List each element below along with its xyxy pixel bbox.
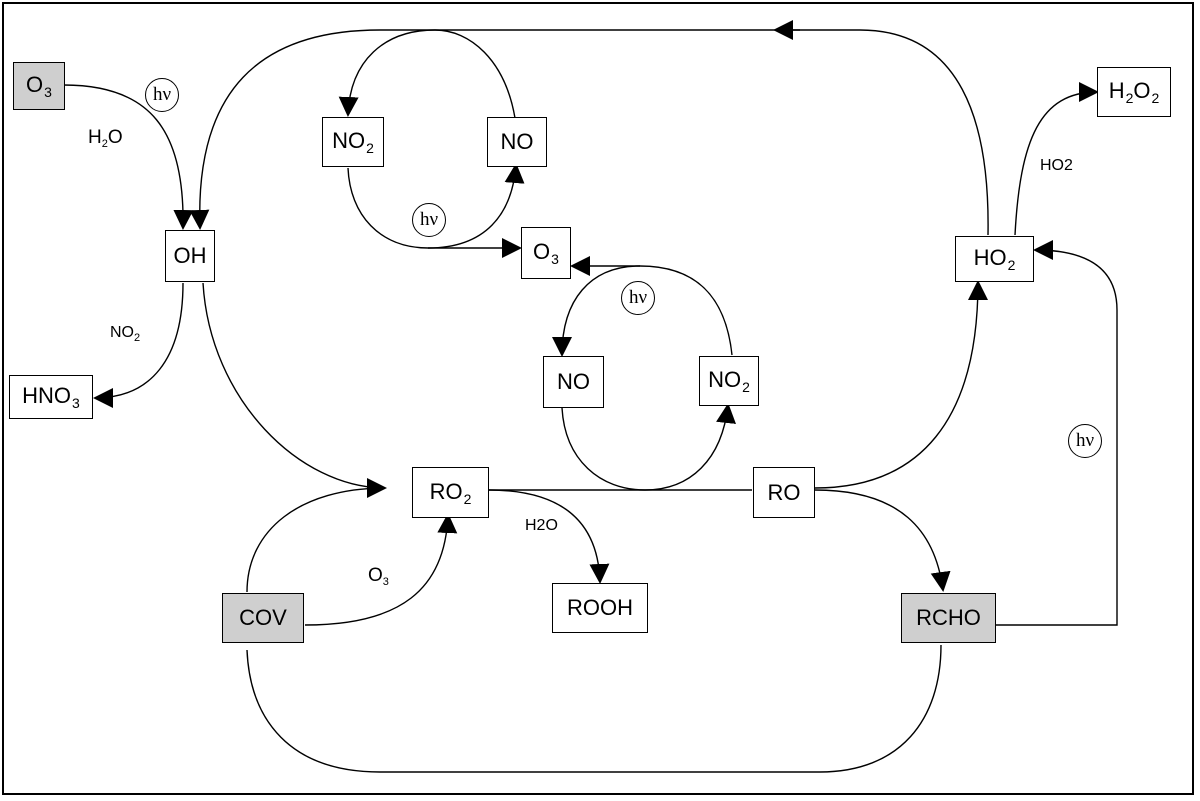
arrow-cov-o3-to-ro2 xyxy=(304,513,458,626)
photolysis-marker-top: hν xyxy=(412,203,446,237)
label-ho2-right: HO2 xyxy=(1040,157,1073,174)
arrow-rcho-to-ho2 xyxy=(995,240,1118,626)
node-h2o2: H2O2 xyxy=(1097,67,1171,117)
loop-rcho-cov-bottom xyxy=(246,644,942,773)
photolysis-marker-right: hν xyxy=(1068,424,1102,458)
node-hno3: HNO3 xyxy=(9,375,93,419)
node-no-mid: NO xyxy=(543,356,604,408)
node-oh: OH xyxy=(165,230,215,282)
arrow-no-to-no2-top xyxy=(338,29,516,119)
node-no2-mid: NO2 xyxy=(699,356,759,406)
arrow-mid-to-no xyxy=(552,265,641,357)
node-o3-source: O3 xyxy=(13,62,65,110)
arrow-ho2-to-h2o2 xyxy=(1014,82,1099,236)
arrow-ro-to-rcho xyxy=(814,489,951,592)
node-ro2: RO2 xyxy=(412,467,489,518)
node-rooh: ROOH xyxy=(552,583,648,633)
arrow-no-to-no2-mid xyxy=(561,403,736,491)
node-cov: COV xyxy=(222,593,304,643)
label-h2o-rooh: H2O xyxy=(525,517,558,534)
photolysis-marker-center: hν xyxy=(621,281,655,315)
label-h2o-left: H2O xyxy=(88,127,123,150)
arrow-ro2-to-rooh xyxy=(488,489,610,584)
node-no-top: NO xyxy=(487,117,547,167)
arrow-cov-to-ro2 xyxy=(246,487,386,593)
node-o3-center: O3 xyxy=(521,227,571,279)
arrow-o3-to-oh xyxy=(63,84,194,230)
arrow-ho2-to-oh xyxy=(189,29,989,236)
photolysis-marker-left: hν xyxy=(145,78,179,112)
node-rcho: RCHO xyxy=(901,593,996,643)
arrow-to-o3-from-mid xyxy=(570,256,733,356)
node-no2-top: NO2 xyxy=(322,117,384,167)
arrow-oh-to-hno3 xyxy=(93,282,184,408)
label-no2-left: NO2 xyxy=(110,324,141,344)
node-ho2: HO2 xyxy=(955,236,1034,282)
label-o3-cov: O3 xyxy=(368,565,389,588)
node-ro: RO xyxy=(753,467,815,518)
node-o3-source-text: O3 xyxy=(26,72,52,100)
arrow-oh-to-ro2 xyxy=(202,282,387,498)
arrow-ro-to-ho2 xyxy=(814,280,988,489)
